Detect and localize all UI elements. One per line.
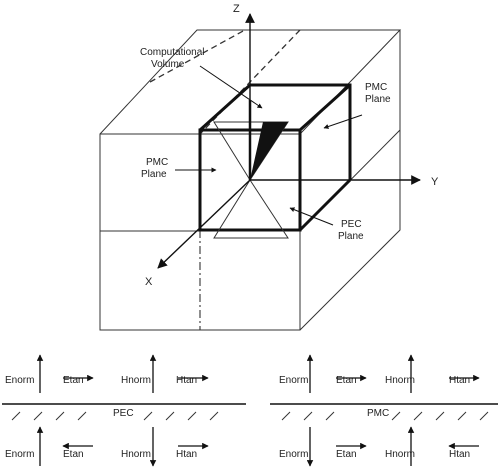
callouts: Computational Volume PMC Plane PMC Plane… xyxy=(140,47,391,242)
field-label-etan: Etan xyxy=(63,449,84,460)
pec-plane-label-line2: Plane xyxy=(338,231,364,242)
surface-hatch-mark xyxy=(55,411,65,421)
pmc-plane-right-label-line2: Plane xyxy=(365,94,391,105)
field-label-htan: Htan xyxy=(449,449,470,460)
pec-surface-label: PEC xyxy=(113,408,134,419)
computational-volume-label-line2: Volume xyxy=(151,59,185,70)
field-label-htan: Htan xyxy=(176,449,197,460)
z-axis-label: Z xyxy=(233,3,240,15)
lower-triangle-outline xyxy=(213,179,289,239)
field-label-hnorm: Hnorm xyxy=(121,375,151,386)
surface-hatch-mark xyxy=(479,411,489,421)
field-label-hnorm: Hnorm xyxy=(385,375,415,386)
antenna-shape xyxy=(213,100,289,239)
pmc-plane-left-label-line2: Plane xyxy=(141,169,167,180)
field-label-hnorm: Hnorm xyxy=(385,449,415,460)
pmc-plane-left-label-line1: PMC xyxy=(146,157,168,168)
outer-cube-top-face xyxy=(99,29,402,135)
surface-hatch-mark xyxy=(281,411,291,421)
surface-hatch-mark xyxy=(77,411,87,421)
y-axis-label: Y xyxy=(431,176,439,188)
pmc-plane-right-label-line1: PMC xyxy=(365,82,387,93)
surface-hatch-mark xyxy=(325,411,335,421)
surface-hatch-mark xyxy=(209,411,219,421)
computational-volume-cube xyxy=(198,83,352,232)
inner-cube-edge-br xyxy=(298,178,352,232)
field-label-enorm: Enorm xyxy=(279,375,308,386)
field-label-etan: Etan xyxy=(336,449,357,460)
inner-cube-edge-tl xyxy=(198,83,252,132)
surface-hatch-mark xyxy=(165,411,175,421)
field-label-enorm: Enorm xyxy=(5,449,34,460)
surface-hatch-mark xyxy=(391,411,401,421)
pmc-plane-right-leader xyxy=(323,114,363,129)
surface-hatch-mark xyxy=(143,411,153,421)
field-label-htan: Htan xyxy=(176,375,197,386)
computational-volume-leader xyxy=(199,65,263,109)
pmc-surface-label: PMC xyxy=(367,408,389,419)
field-label-etan: Etan xyxy=(63,375,84,386)
computational-volume-label-line1: Computational xyxy=(140,47,204,58)
surface-hatch-mark xyxy=(435,411,445,421)
field-label-hnorm: Hnorm xyxy=(121,449,151,460)
field-label-htan: Htan xyxy=(449,375,470,386)
field-label-etan: Etan xyxy=(336,375,357,386)
field-label-enorm: Enorm xyxy=(279,449,308,460)
surface-hatch-mark xyxy=(457,411,467,421)
top-face-dashed-edge xyxy=(149,29,246,83)
x-axis-label: X xyxy=(145,276,153,288)
field-label-enorm: Enorm xyxy=(5,375,34,386)
surface-hatch-mark xyxy=(187,411,197,421)
pec-plane-leader xyxy=(289,207,334,226)
shaded-computational-region xyxy=(250,122,288,180)
surface-hatch-mark xyxy=(11,411,21,421)
outer-cube-right-face xyxy=(299,30,401,331)
inner-cube-edge-tr xyxy=(298,83,352,132)
pec-plane-label-line1: PEC xyxy=(341,219,362,230)
surface-hatch-mark xyxy=(303,411,313,421)
coordinate-axes: Z Y X xyxy=(145,3,439,288)
x-axis xyxy=(157,179,251,269)
surface-hatch-mark xyxy=(413,411,423,421)
surface-hatch-mark xyxy=(33,411,43,421)
